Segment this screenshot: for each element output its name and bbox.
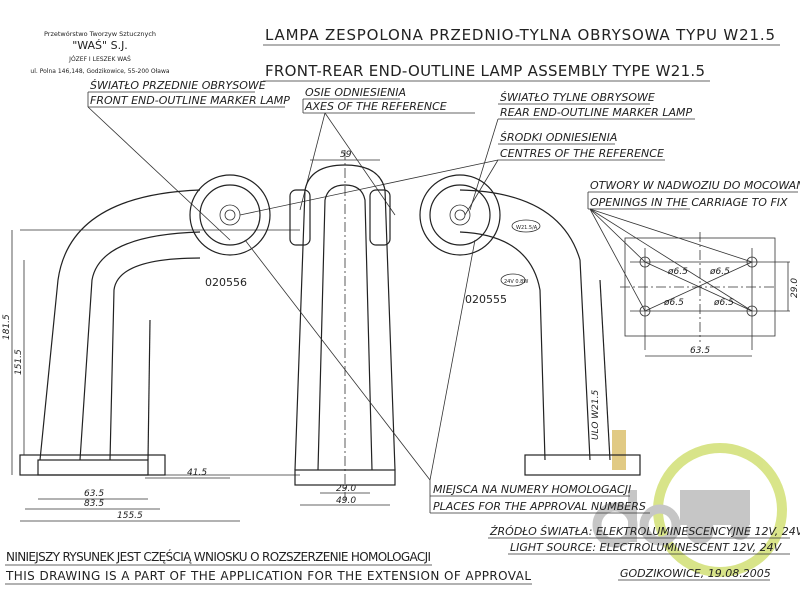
openings-label-en: OPENINGS IN THE CARRIAGE TO FIX bbox=[590, 196, 788, 209]
footer-note-pl: NINIEJSZY RYSUNEK JEST CZĘŚCIĄ WNIOSKU O… bbox=[6, 549, 431, 564]
company-line1: Przetwórstwo Tworzyw Sztucznych bbox=[44, 30, 156, 38]
title-en: FRONT-REAR END-OUTLINE LAMP ASSEMBLY TYP… bbox=[265, 62, 705, 80]
hole-dia-1: ø6.5 bbox=[667, 267, 688, 277]
dim-overall-width: 155.5 bbox=[117, 511, 143, 521]
dim-top-width: 59 bbox=[340, 150, 352, 160]
footer-note-en: THIS DRAWING IS A PART OF THE APPLICATIO… bbox=[5, 569, 531, 583]
centres-label-en: CENTRES OF THE REFERENCE bbox=[500, 147, 664, 160]
dim-base-inner: 63.5 bbox=[84, 489, 104, 499]
front-approval-number: 020556 bbox=[205, 276, 247, 289]
front-lamp-label-pl: ŚWIATŁO PRZEDNIE OBRYSOWE bbox=[90, 79, 266, 92]
place-date: GODZIKOWICE, 19.08.2005 bbox=[620, 567, 771, 580]
dim-hole-spacing-v: 29.0 bbox=[790, 278, 800, 298]
light-source-pl: ŹRÓDŁO ŚWIATŁA: ELEKTROLUMINESCENCYJNE 1… bbox=[489, 525, 800, 538]
rear-approval-number: 020555 bbox=[465, 293, 507, 306]
dim-height-inner: 151.5 bbox=[14, 349, 24, 375]
axes-label-en: AXES OF THE REFERENCE bbox=[304, 100, 447, 113]
openings-label-pl: OTWORY W NADWOZIU DO MOCOWANIA bbox=[590, 179, 800, 192]
centres-label-pl: ŚRODKI ODNIESIENIA bbox=[500, 131, 617, 144]
company-address: ul. Polna 146,148, Godzikowice, 55-200 O… bbox=[30, 68, 169, 75]
dim-height-total: 181.5 bbox=[2, 314, 12, 340]
company-name: "WAŚ" S.J. bbox=[72, 39, 128, 52]
dim-offset: 41.5 bbox=[187, 468, 207, 478]
rear-lamp-label-pl: ŚWIATŁO TYLNE OBRYSOWE bbox=[500, 91, 655, 104]
watermark-logo bbox=[592, 430, 787, 577]
dim-hole-spacing-h: 63.5 bbox=[690, 346, 710, 356]
power-label: 24V 0.8W bbox=[504, 279, 528, 285]
company-owners: JÓZEF I LESZEK WAŚ bbox=[68, 56, 131, 63]
title-pl: LAMPA ZESPOLONA PRZEDNIO-TYLNA OBRYSOWA … bbox=[265, 26, 775, 44]
type-label: W21.5/A bbox=[516, 225, 538, 231]
hole-dia-2: ø6.5 bbox=[709, 267, 730, 277]
dim-base-outer: 83.5 bbox=[84, 499, 104, 509]
rear-lamp-label-en: REAR END-OUTLINE MARKER LAMP bbox=[500, 106, 692, 119]
light-source-en: LIGHT SOURCE: ELECTROLUMINESCENT 12V, 24… bbox=[510, 541, 783, 554]
axes-label-pl: OSIE ODNIESIENIA bbox=[305, 86, 406, 99]
places-label-pl: MIEJSCA NA NUMERY HOMOLOGACJI bbox=[433, 483, 631, 496]
vertical-label: ULO W21.5 bbox=[591, 390, 601, 440]
hole-dia-4: ø6.5 bbox=[713, 298, 734, 308]
front-lamp-label-en: FRONT END-OUTLINE MARKER LAMP bbox=[90, 94, 290, 107]
hole-dia-3: ø6.5 bbox=[663, 298, 684, 308]
dim-side-outer: 49.0 bbox=[336, 496, 356, 506]
places-label-en: PLACES FOR THE APPROVAL NUMBERS bbox=[433, 500, 646, 513]
dim-side-inner: 29.0 bbox=[336, 484, 356, 494]
